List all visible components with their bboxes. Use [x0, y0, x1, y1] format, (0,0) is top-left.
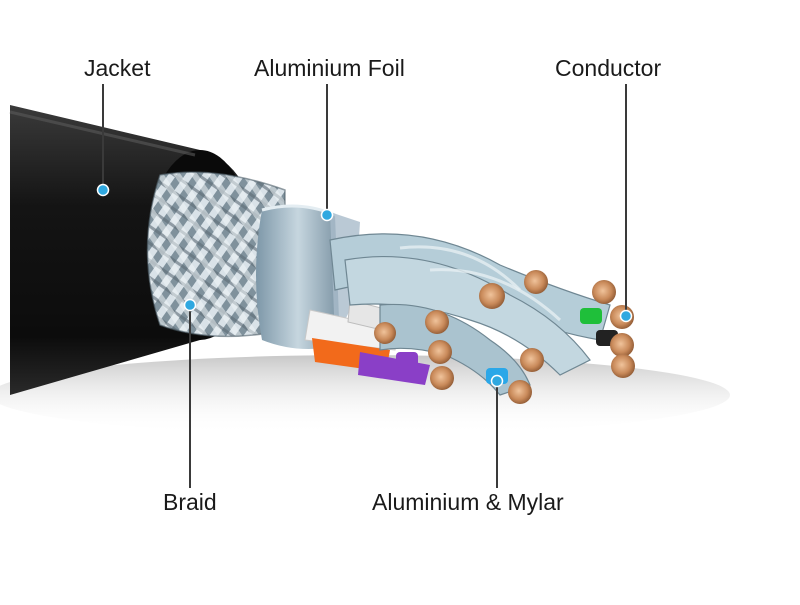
marker-dot-jacket	[96, 183, 110, 197]
braid-shape	[146, 171, 286, 338]
marker-dot-conductor	[619, 309, 633, 323]
label-aluminium-foil: Aluminium Foil	[254, 55, 405, 81]
cable-shadow	[0, 355, 730, 435]
marker-dot-aluminium-foil	[320, 208, 334, 222]
marker-dots	[96, 183, 633, 388]
label-braid: Braid	[163, 489, 217, 515]
leader-lines	[102, 84, 627, 488]
label-conductor: Conductor	[555, 55, 662, 81]
marker-dot-aluminium-mylar	[490, 374, 504, 388]
marker-dot-braid	[183, 298, 197, 312]
label-jacket: Jacket	[84, 55, 151, 81]
label-aluminium-mylar: Aluminium & Mylar	[372, 489, 564, 515]
